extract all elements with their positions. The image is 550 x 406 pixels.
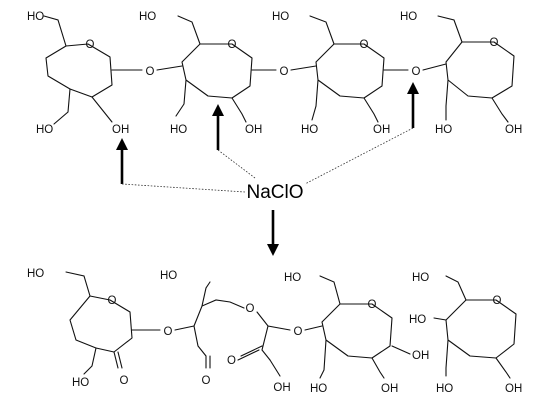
carboxyl-oh-label: OH: [273, 382, 290, 394]
top-u1-ho-label: HO: [27, 11, 44, 23]
top-u4-ho2-label: HO: [435, 124, 452, 136]
carboxyl-oxygen: O: [227, 355, 236, 367]
bottom-u3-oh-label: OH: [381, 383, 398, 395]
bottom-u4-oh-label: OH: [505, 383, 522, 395]
top-u2-ho2-label: HO: [170, 124, 187, 136]
bottom-unit-2-open: O HO O O OH O: [160, 270, 323, 394]
bottom-u1-ho-label: HO: [27, 268, 44, 280]
top-unit-1-ring: O HO HO OH O: [27, 11, 183, 136]
reagent-label: NaClO: [246, 182, 303, 203]
bottom-u1-ho2-label: HO: [72, 377, 89, 389]
top-u2-ho-label: HO: [139, 11, 156, 23]
dotted-guide-2: [217, 149, 256, 179]
bottom-u3-ho2-label: HO: [310, 383, 327, 395]
top-u1-oh-label: OH: [112, 124, 129, 136]
ring-oxygen-label: O: [360, 39, 369, 51]
bottom-unit-4-ring: O HO HO HO OH: [409, 272, 522, 395]
dotted-guide-3: [304, 127, 414, 185]
top-u3-ho-label: HO: [272, 11, 289, 23]
attack-arrow-3-head: [407, 82, 419, 94]
attack-arrow-2-head: [212, 104, 224, 116]
bottom-u4-ho2-label: HO: [409, 314, 426, 326]
ring-oxygen-label: O: [493, 295, 502, 307]
top-u4-oh-label: OH: [505, 124, 522, 136]
glycosidic-oxygen-1: O: [146, 66, 155, 78]
attack-arrows: [116, 82, 419, 184]
ring-oxygen-label: O: [228, 39, 237, 51]
bottom-u3-ho-label: HO: [284, 272, 301, 284]
top-u1-ho2-label: HO: [36, 124, 53, 136]
top-chain: O HO HO OH O O HO HO OH O: [27, 11, 522, 136]
ketone-oxygen: O: [120, 375, 129, 387]
aldehyde-oxygen: O: [202, 375, 211, 387]
top-u3-oh-label: OH: [373, 124, 390, 136]
top-unit-2-ring: O HO HO OH O: [139, 11, 317, 136]
ring-oxygen-label: O: [490, 37, 499, 49]
top-unit-4-ring: O HO HO OH: [400, 11, 522, 136]
bottom-unit-3-ring: O HO HO OH OH: [284, 272, 429, 395]
attack-arrow-1-head: [116, 138, 128, 150]
bridge-oxygen: O: [246, 303, 255, 315]
bottom-u4-ho3-label: HO: [436, 383, 453, 395]
top-u4-ho-label: HO: [400, 11, 417, 23]
bottom-u3-oh2-label: OH: [412, 350, 429, 362]
dotted-guide-1: [121, 183, 246, 193]
glycosidic-oxygen-3: O: [412, 66, 421, 78]
ring-oxygen-label: O: [86, 39, 95, 51]
bottom-unit-1-ring: O HO HO O O: [27, 268, 195, 389]
glycosidic-oxygen-2: O: [280, 66, 289, 78]
ring-oxygen-label: O: [108, 295, 117, 307]
bottom-u4-ho-label: HO: [412, 272, 429, 284]
glycosidic-oxygen-b1: O: [164, 326, 173, 338]
glycosidic-oxygen-b2: O: [294, 326, 303, 338]
bottom-chain: O HO HO O O O HO O O OH: [27, 268, 522, 395]
top-unit-3-ring: O HO HO OH O: [272, 11, 447, 136]
ring-oxygen-label: O: [368, 299, 377, 311]
top-u3-ho2-label: HO: [301, 124, 318, 136]
bottom-u2-ho-label: HO: [160, 270, 177, 282]
reaction-arrow: [267, 210, 279, 256]
top-u2-oh-label: OH: [245, 124, 262, 136]
dotted-guides: [121, 127, 414, 193]
